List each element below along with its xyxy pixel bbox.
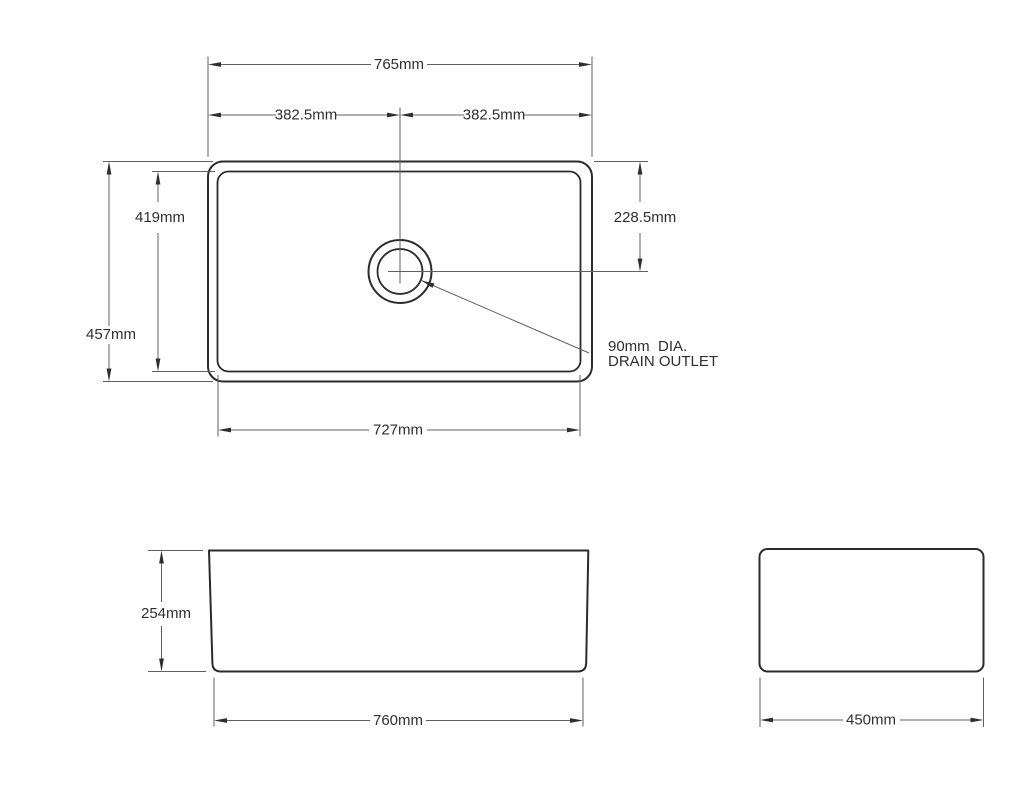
dim-right-half-width-label: 382.5mm (463, 107, 526, 124)
arrowhead-right (570, 718, 583, 723)
leader-line (421, 280, 590, 354)
arrowhead-right (970, 717, 984, 723)
arrowhead-down (155, 358, 161, 372)
arrowhead-left (760, 717, 773, 723)
dim-bowl-height: 419mm (135, 171, 215, 372)
arrowhead-right (579, 62, 592, 67)
arrowhead-up (106, 161, 112, 175)
arrowhead-right (579, 112, 592, 118)
leader-arrowhead (421, 280, 435, 288)
dim-front-width: 760mm (213, 677, 584, 729)
dim-side-width: 450mm (759, 677, 984, 729)
dim-overall-height: 457mm (86, 161, 213, 382)
arrowhead-left (214, 718, 227, 723)
arrowhead-left (208, 112, 221, 118)
dim-front-height-label: 254mm (141, 605, 191, 622)
dim-side-width-label: 450mm (846, 712, 896, 729)
dim-bowl-height-label: 419mm (135, 209, 185, 226)
dim-left-half-width-label: 382.5mm (275, 107, 338, 124)
front-view-outline (208, 549, 590, 673)
side-view-outline (758, 548, 985, 673)
dim-right-half-width: 382.5mm (400, 107, 592, 124)
arrowhead-right (387, 112, 400, 118)
dim-drain-offset-label: 228.5mm (614, 209, 677, 226)
dim-overall-height-label: 457mm (86, 326, 136, 343)
arrowhead-down (637, 258, 643, 272)
drain-leader-note: 90mm DIA. DRAIN OUTLET (421, 280, 718, 370)
front-view (208, 549, 590, 673)
arrowhead-right (567, 427, 580, 433)
arrowhead-up (637, 161, 643, 175)
dim-bowl-width-label: 727mm (373, 422, 423, 439)
top-view (207, 107, 648, 383)
dim-bowl-width: 727mm (217, 375, 581, 439)
arrowhead-left (208, 62, 221, 67)
dim-front-width-label: 760mm (373, 712, 423, 729)
dim-drain-offset: 228.5mm (594, 161, 677, 272)
arrowhead-up (155, 171, 161, 185)
dim-overall-width: 765mm (207, 56, 593, 157)
arrowhead-down (159, 658, 164, 672)
arrowhead-left (218, 427, 231, 433)
arrowhead-up (159, 550, 164, 564)
dim-front-height: 254mm (141, 550, 206, 672)
dim-left-half-width: 382.5mm (208, 107, 400, 124)
dim-overall-width-label: 765mm (374, 56, 424, 73)
arrowhead-left (400, 112, 413, 118)
side-view (758, 548, 985, 673)
drain-note-line2: DRAIN OUTLET (608, 353, 718, 370)
drain-note-line1: 90mm DIA. (608, 338, 687, 355)
arrowhead-down (106, 368, 112, 382)
